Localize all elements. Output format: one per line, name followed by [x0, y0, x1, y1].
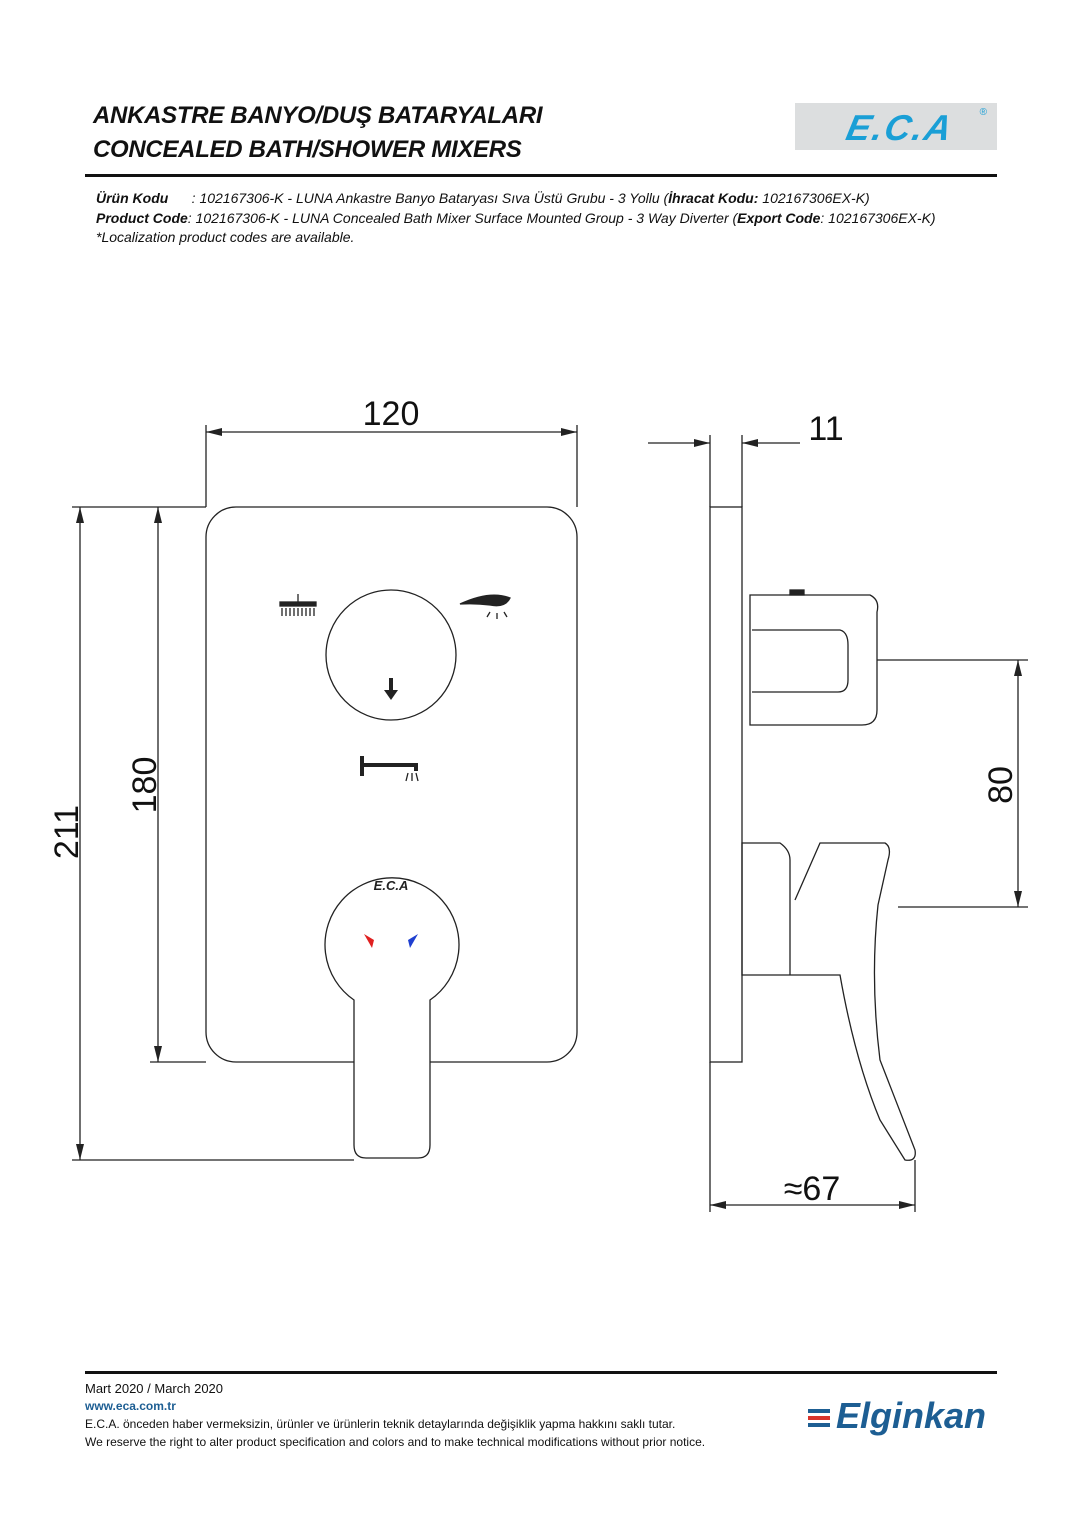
diverter-knob: [325, 589, 457, 721]
footer-website[interactable]: www.eca.com.tr: [85, 1399, 176, 1413]
localization-note: *Localization product codes are availabl…: [96, 229, 355, 245]
bath-spout-icon: [360, 756, 418, 776]
hand-shower-icon: [459, 594, 511, 619]
title-en: CONCEALED BATH/SHOWER MIXERS: [93, 136, 522, 163]
side-mixer-lever: [741, 842, 916, 1161]
dim-width: 120: [363, 395, 420, 433]
product-code-tr: Ürün Kodu : 102167306-K - LUNA Ankastre …: [96, 190, 870, 206]
cold-indicator: [408, 934, 418, 948]
footer-divider: [85, 1371, 997, 1374]
title-tr: ANKASTRE BANYO/DUŞ BATARYALARI: [93, 102, 543, 129]
mixer-lever: [324, 877, 460, 1159]
eca-logo: E.C.A®: [795, 103, 997, 150]
hot-indicator: [364, 934, 374, 948]
handle-logo: E.C.A: [374, 878, 409, 893]
footer-disclaimer-tr: E.C.A. önceden haber vermeksizin, ürünle…: [85, 1417, 676, 1431]
dim-plate-height: 180: [126, 757, 164, 814]
dim-depth: 11: [808, 410, 843, 448]
side-plate: [709, 506, 743, 1063]
footer-disclaimer-en: We reserve the right to alter product sp…: [85, 1435, 706, 1449]
side-diverter-knob: [749, 594, 879, 726]
dim-total-height: 211: [48, 805, 86, 859]
arrow-down-icon: [384, 678, 398, 700]
shower-head-icon: [279, 594, 317, 616]
elginkan-logo: Elginkan: [808, 1395, 986, 1437]
dim-projection: ≈67: [784, 1170, 840, 1208]
product-code-en: Product Code: 102167306-K - LUNA Conceal…: [96, 210, 936, 226]
footer-date: Mart 2020 / March 2020: [85, 1381, 224, 1396]
header-divider: [85, 174, 997, 177]
dim-spacing: 80: [982, 766, 1020, 804]
